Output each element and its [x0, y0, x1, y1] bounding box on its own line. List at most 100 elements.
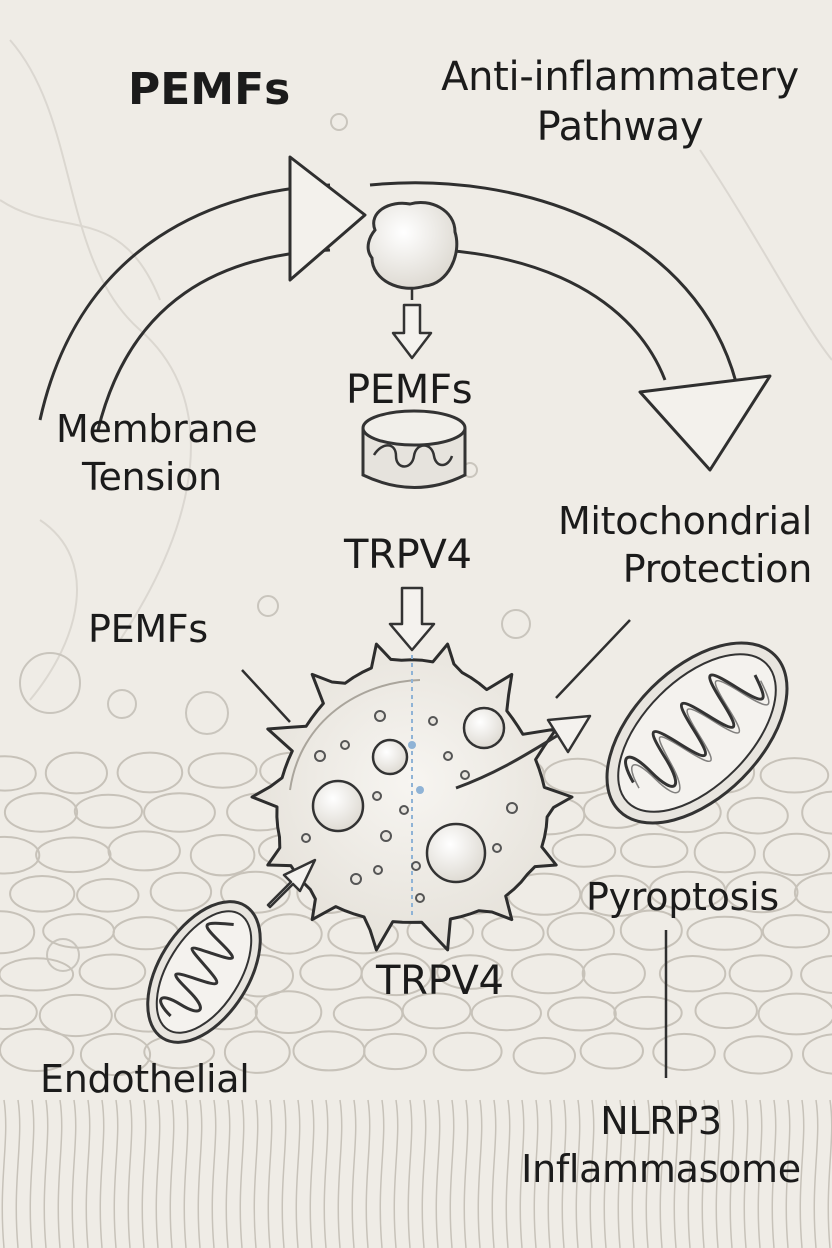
bilayer-line	[1, 1099, 7, 1248]
tissue-cell	[0, 1028, 75, 1072]
tissue-cell	[800, 954, 832, 995]
tissue-cell	[42, 913, 115, 949]
bilayer-line	[99, 1099, 105, 1248]
tissue-cell	[79, 1032, 152, 1077]
label-trpv4-top: TRPV4	[344, 532, 472, 578]
central-blob	[366, 201, 459, 300]
tissue-cell	[726, 796, 789, 835]
tissue-cell	[143, 792, 216, 833]
cell-vesicles	[311, 706, 506, 884]
tissue-cell	[35, 836, 112, 874]
label-mitochondrial-protection: Mitochondrial Protection	[500, 498, 812, 593]
bilayer-line	[407, 1099, 413, 1248]
label-mitochondrial-line1: Mitochondrial	[557, 499, 812, 543]
bilayer-line	[113, 1099, 119, 1248]
tissue-cell	[619, 909, 683, 951]
label-mitochondrial-line2: Protection	[622, 546, 813, 591]
bilayer-line	[141, 1099, 147, 1248]
bilayer-line	[449, 1099, 455, 1248]
tissue-cell	[759, 757, 830, 794]
bilayer-line	[127, 1099, 133, 1248]
tissue-cell	[613, 995, 683, 1030]
bilayer-line	[421, 1099, 427, 1248]
bilayer-line	[43, 1099, 49, 1248]
bilayer-line	[71, 1099, 77, 1248]
tissue-cell	[694, 992, 758, 1030]
bilayer-line	[519, 1099, 525, 1248]
tissue-cell	[512, 1036, 576, 1075]
tissue-cell	[0, 910, 36, 955]
channel-dish-icon	[361, 409, 467, 489]
tissue-cell	[187, 752, 258, 789]
central-cell	[250, 642, 574, 952]
bilayer-line	[673, 1099, 679, 1248]
bilayer-line	[547, 1099, 553, 1248]
tissue-cell	[546, 912, 615, 951]
bilayer-line	[491, 1099, 497, 1248]
tissue-cell	[44, 751, 109, 795]
tissue-cell	[3, 792, 79, 833]
label-nlrp3-inflammasome: NLRP3 Inflammasome	[506, 1098, 816, 1193]
tissue-cell	[693, 831, 756, 874]
bilayer-line	[323, 1099, 329, 1248]
bilayer-line	[659, 1099, 665, 1248]
bilayer-line	[85, 1099, 91, 1248]
tissue-cell	[401, 992, 472, 1030]
tissue-cell	[0, 835, 41, 875]
bilayer-line	[561, 1099, 567, 1248]
tissue-cell	[432, 1031, 503, 1072]
tissue-cell	[363, 1032, 428, 1071]
bilayer-line	[603, 1099, 609, 1248]
bilayer-line	[155, 1099, 161, 1248]
arc-arrow	[38, 155, 772, 472]
bilayer-line	[477, 1099, 483, 1248]
bilayer-line	[533, 1099, 539, 1248]
bilayer-line	[617, 1099, 623, 1248]
bilayer-line	[757, 1099, 763, 1248]
tissue-cell	[543, 757, 613, 795]
label-anti-inflammatory-line1: Anti-inflammatery	[441, 54, 799, 100]
tissue-cell	[189, 834, 256, 877]
pointer-lines	[241, 619, 668, 1078]
background-fibers	[0, 39, 832, 701]
tissue-cell	[724, 871, 799, 914]
bilayer-line	[687, 1099, 693, 1248]
label-anti-inflammatory: Anti-inflammatery Pathway	[420, 52, 820, 152]
tissue-cell	[793, 872, 832, 914]
tissue-cell	[107, 830, 181, 872]
bilayer-line	[701, 1099, 707, 1248]
label-membrane-line2: Tension	[82, 454, 222, 499]
bilayer-line	[715, 1099, 721, 1248]
bilayer-line	[463, 1099, 469, 1248]
tissue-cell	[9, 875, 76, 913]
tissue-cell	[78, 953, 147, 990]
tissue-cell	[761, 914, 831, 949]
tissue-cell	[757, 992, 832, 1036]
tissue-cell	[723, 1035, 793, 1075]
down-arrow-small	[391, 303, 433, 360]
bilayer-line	[575, 1099, 581, 1248]
bilayer-line	[337, 1099, 343, 1248]
arrow-to-mitochondrion	[455, 714, 592, 790]
bilayer-line	[827, 1099, 832, 1248]
bilayer-line	[589, 1099, 595, 1248]
tissue-cell	[38, 993, 113, 1038]
bilayer-line	[435, 1099, 441, 1248]
bilayer-line	[253, 1099, 259, 1248]
bilayer-line	[267, 1099, 273, 1248]
tissue-cell	[0, 994, 38, 1030]
bilayer-line	[365, 1099, 371, 1248]
tissue-cell	[581, 953, 646, 994]
bilayer-line	[379, 1099, 385, 1248]
bilayer-line	[225, 1099, 231, 1248]
tissue-cell	[0, 957, 75, 992]
tissue-cell	[481, 915, 545, 952]
tissue-cell	[116, 751, 184, 794]
bilayer-line	[295, 1099, 301, 1248]
bilayer-line	[393, 1099, 399, 1248]
label-endothelial: Endothelial	[40, 1057, 250, 1101]
label-nlrp3-line1: NLRP3	[600, 1099, 722, 1143]
label-membrane-tension: Membrane Tension	[56, 406, 258, 501]
bilayer-line	[771, 1099, 777, 1248]
